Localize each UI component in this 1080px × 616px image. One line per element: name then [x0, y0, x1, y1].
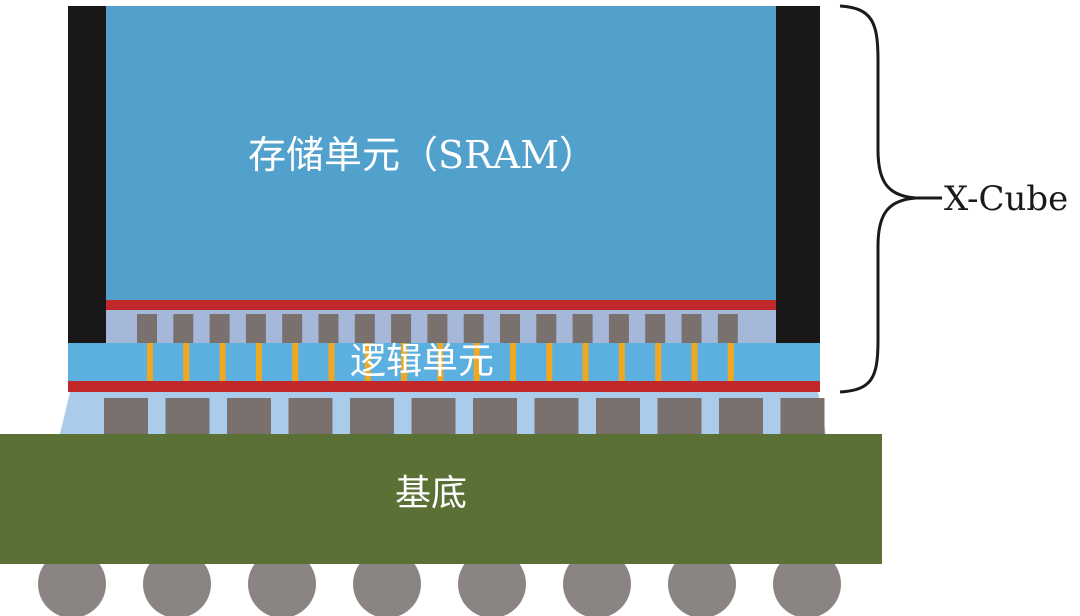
upper-bump — [427, 314, 448, 343]
tsv — [473, 343, 480, 381]
left-sidewall — [68, 6, 106, 343]
upper-bump — [245, 314, 266, 343]
solder-ball — [563, 550, 631, 616]
tsv — [219, 343, 226, 381]
solder-ball — [353, 550, 421, 616]
tsv — [401, 343, 408, 381]
tsv — [328, 343, 335, 381]
x-cube-label: X-Cube — [944, 179, 1069, 219]
logic-redistribution-layer — [68, 381, 820, 392]
lower-bump — [288, 398, 333, 434]
sram-redistribution-layer — [106, 300, 776, 310]
solder-ball — [248, 550, 316, 616]
upper-bump — [681, 314, 702, 343]
upper-bump — [282, 314, 303, 343]
tsv — [183, 343, 190, 381]
logic-label: 逻辑单元 — [350, 341, 495, 382]
tsv — [546, 343, 553, 381]
tsv — [655, 343, 662, 381]
lower-bump — [719, 398, 763, 434]
upper-bump — [608, 314, 629, 343]
tsv — [364, 343, 371, 381]
lower-bump — [657, 398, 702, 434]
solder-ball — [458, 550, 526, 616]
solder-ball — [668, 550, 736, 616]
tsv — [437, 343, 444, 381]
substrate-block — [0, 434, 882, 564]
upper-bump — [137, 314, 157, 343]
tsv — [582, 343, 589, 381]
upper-bump — [463, 314, 484, 343]
lower-bump — [165, 398, 210, 434]
lower-bump — [411, 398, 456, 434]
solder-ball — [143, 550, 211, 616]
lower-bump-row — [104, 398, 825, 434]
solder-ball — [773, 550, 841, 616]
lower-bump — [534, 398, 579, 434]
lower-bump — [780, 398, 825, 434]
lower-bump — [350, 398, 394, 434]
upper-bump — [717, 314, 738, 343]
upper-bump — [572, 314, 593, 343]
upper-bump — [354, 314, 375, 343]
lower-bump — [104, 398, 148, 434]
substrate-label: 基底 — [395, 473, 468, 514]
tsv — [618, 343, 625, 381]
solder-balls — [38, 550, 841, 616]
upper-bump — [209, 314, 230, 343]
upper-bump — [318, 314, 339, 343]
upper-bump — [645, 314, 666, 343]
upper-bump — [391, 314, 412, 343]
tsv — [147, 343, 153, 381]
lower-bump — [227, 398, 271, 434]
upper-bump — [536, 314, 557, 343]
tsv — [691, 343, 698, 381]
upper-bump-row — [137, 314, 738, 343]
solder-ball — [38, 550, 106, 616]
upper-bump — [173, 314, 194, 343]
tsv — [292, 343, 299, 381]
curly-brace — [839, 4, 917, 394]
tsv — [727, 343, 734, 381]
lower-bump — [596, 398, 640, 434]
sram-label: 存储单元（SRAM） — [248, 133, 597, 177]
right-sidewall — [776, 6, 820, 343]
tsv — [510, 343, 516, 381]
upper-bump — [500, 314, 520, 343]
lower-bump — [473, 398, 517, 434]
tsv — [255, 343, 262, 381]
sram-block — [106, 6, 776, 306]
tsv-row — [147, 343, 734, 381]
